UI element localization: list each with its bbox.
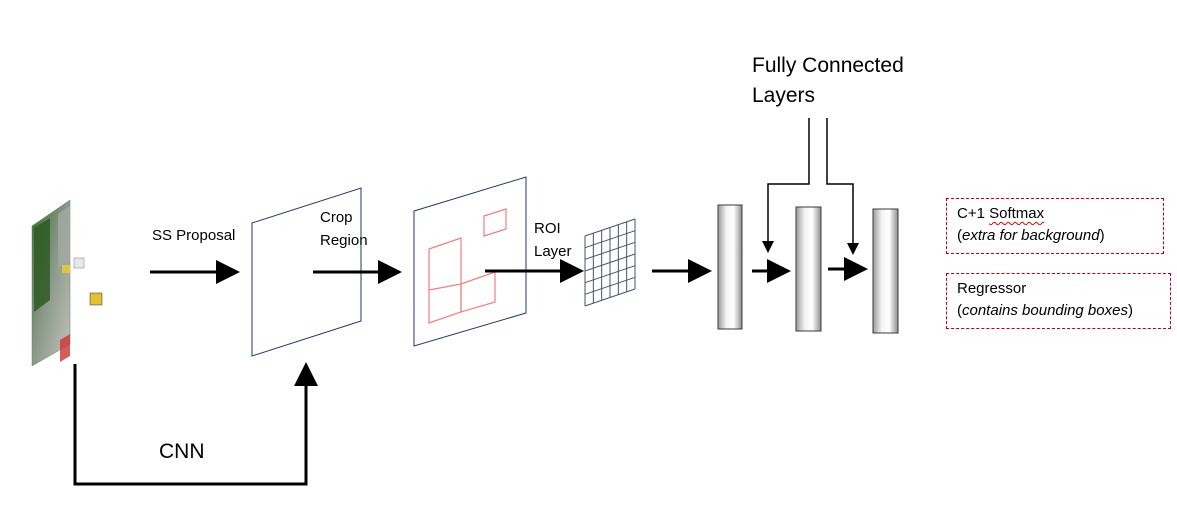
fc-layer-bar xyxy=(795,206,822,332)
region-box xyxy=(460,271,496,313)
roi-grid-line xyxy=(584,288,636,307)
cnn-label: CNN xyxy=(159,440,205,463)
roi-layer-label-line2: Layer xyxy=(534,243,572,260)
rickshaw-icon xyxy=(89,292,103,306)
crop-region-label-line1: Crop xyxy=(320,209,353,226)
cropped-feature-frame xyxy=(413,176,527,347)
taxi-icon xyxy=(62,265,70,273)
input-image xyxy=(31,199,103,367)
regressor-note: (contains bounding boxes) xyxy=(957,302,1133,319)
fc-layers-label-line2: Layers xyxy=(752,84,816,107)
proposal-frame xyxy=(251,187,362,357)
cnn-connector-arrow xyxy=(73,362,318,486)
roi-layer-label-line1: ROI xyxy=(534,220,561,237)
fc-label-pointer xyxy=(762,118,810,253)
roi-pooling-grid xyxy=(584,218,636,307)
roi-grid-line xyxy=(584,276,636,295)
softmax-output-box: C+1 Softmax (extra for background) xyxy=(946,198,1164,254)
fc-layers-label-line1: Fully Connected xyxy=(752,54,904,77)
crop-region-label-line2: Region xyxy=(320,232,368,249)
softmax-title: C+1 Softmax xyxy=(957,205,1045,222)
fc-layer-bar xyxy=(717,204,743,330)
regressor-title: Regressor xyxy=(957,280,1027,297)
ss-proposal-label: SS Proposal xyxy=(152,227,236,244)
fc-label-pointer xyxy=(826,118,859,255)
car-icon xyxy=(73,257,85,269)
fc-layer-bar xyxy=(872,208,899,334)
softmax-note: (extra for background) xyxy=(957,227,1105,244)
regressor-output-box: Regressor (contains bounding boxes) xyxy=(946,273,1171,329)
region-box xyxy=(483,208,507,237)
